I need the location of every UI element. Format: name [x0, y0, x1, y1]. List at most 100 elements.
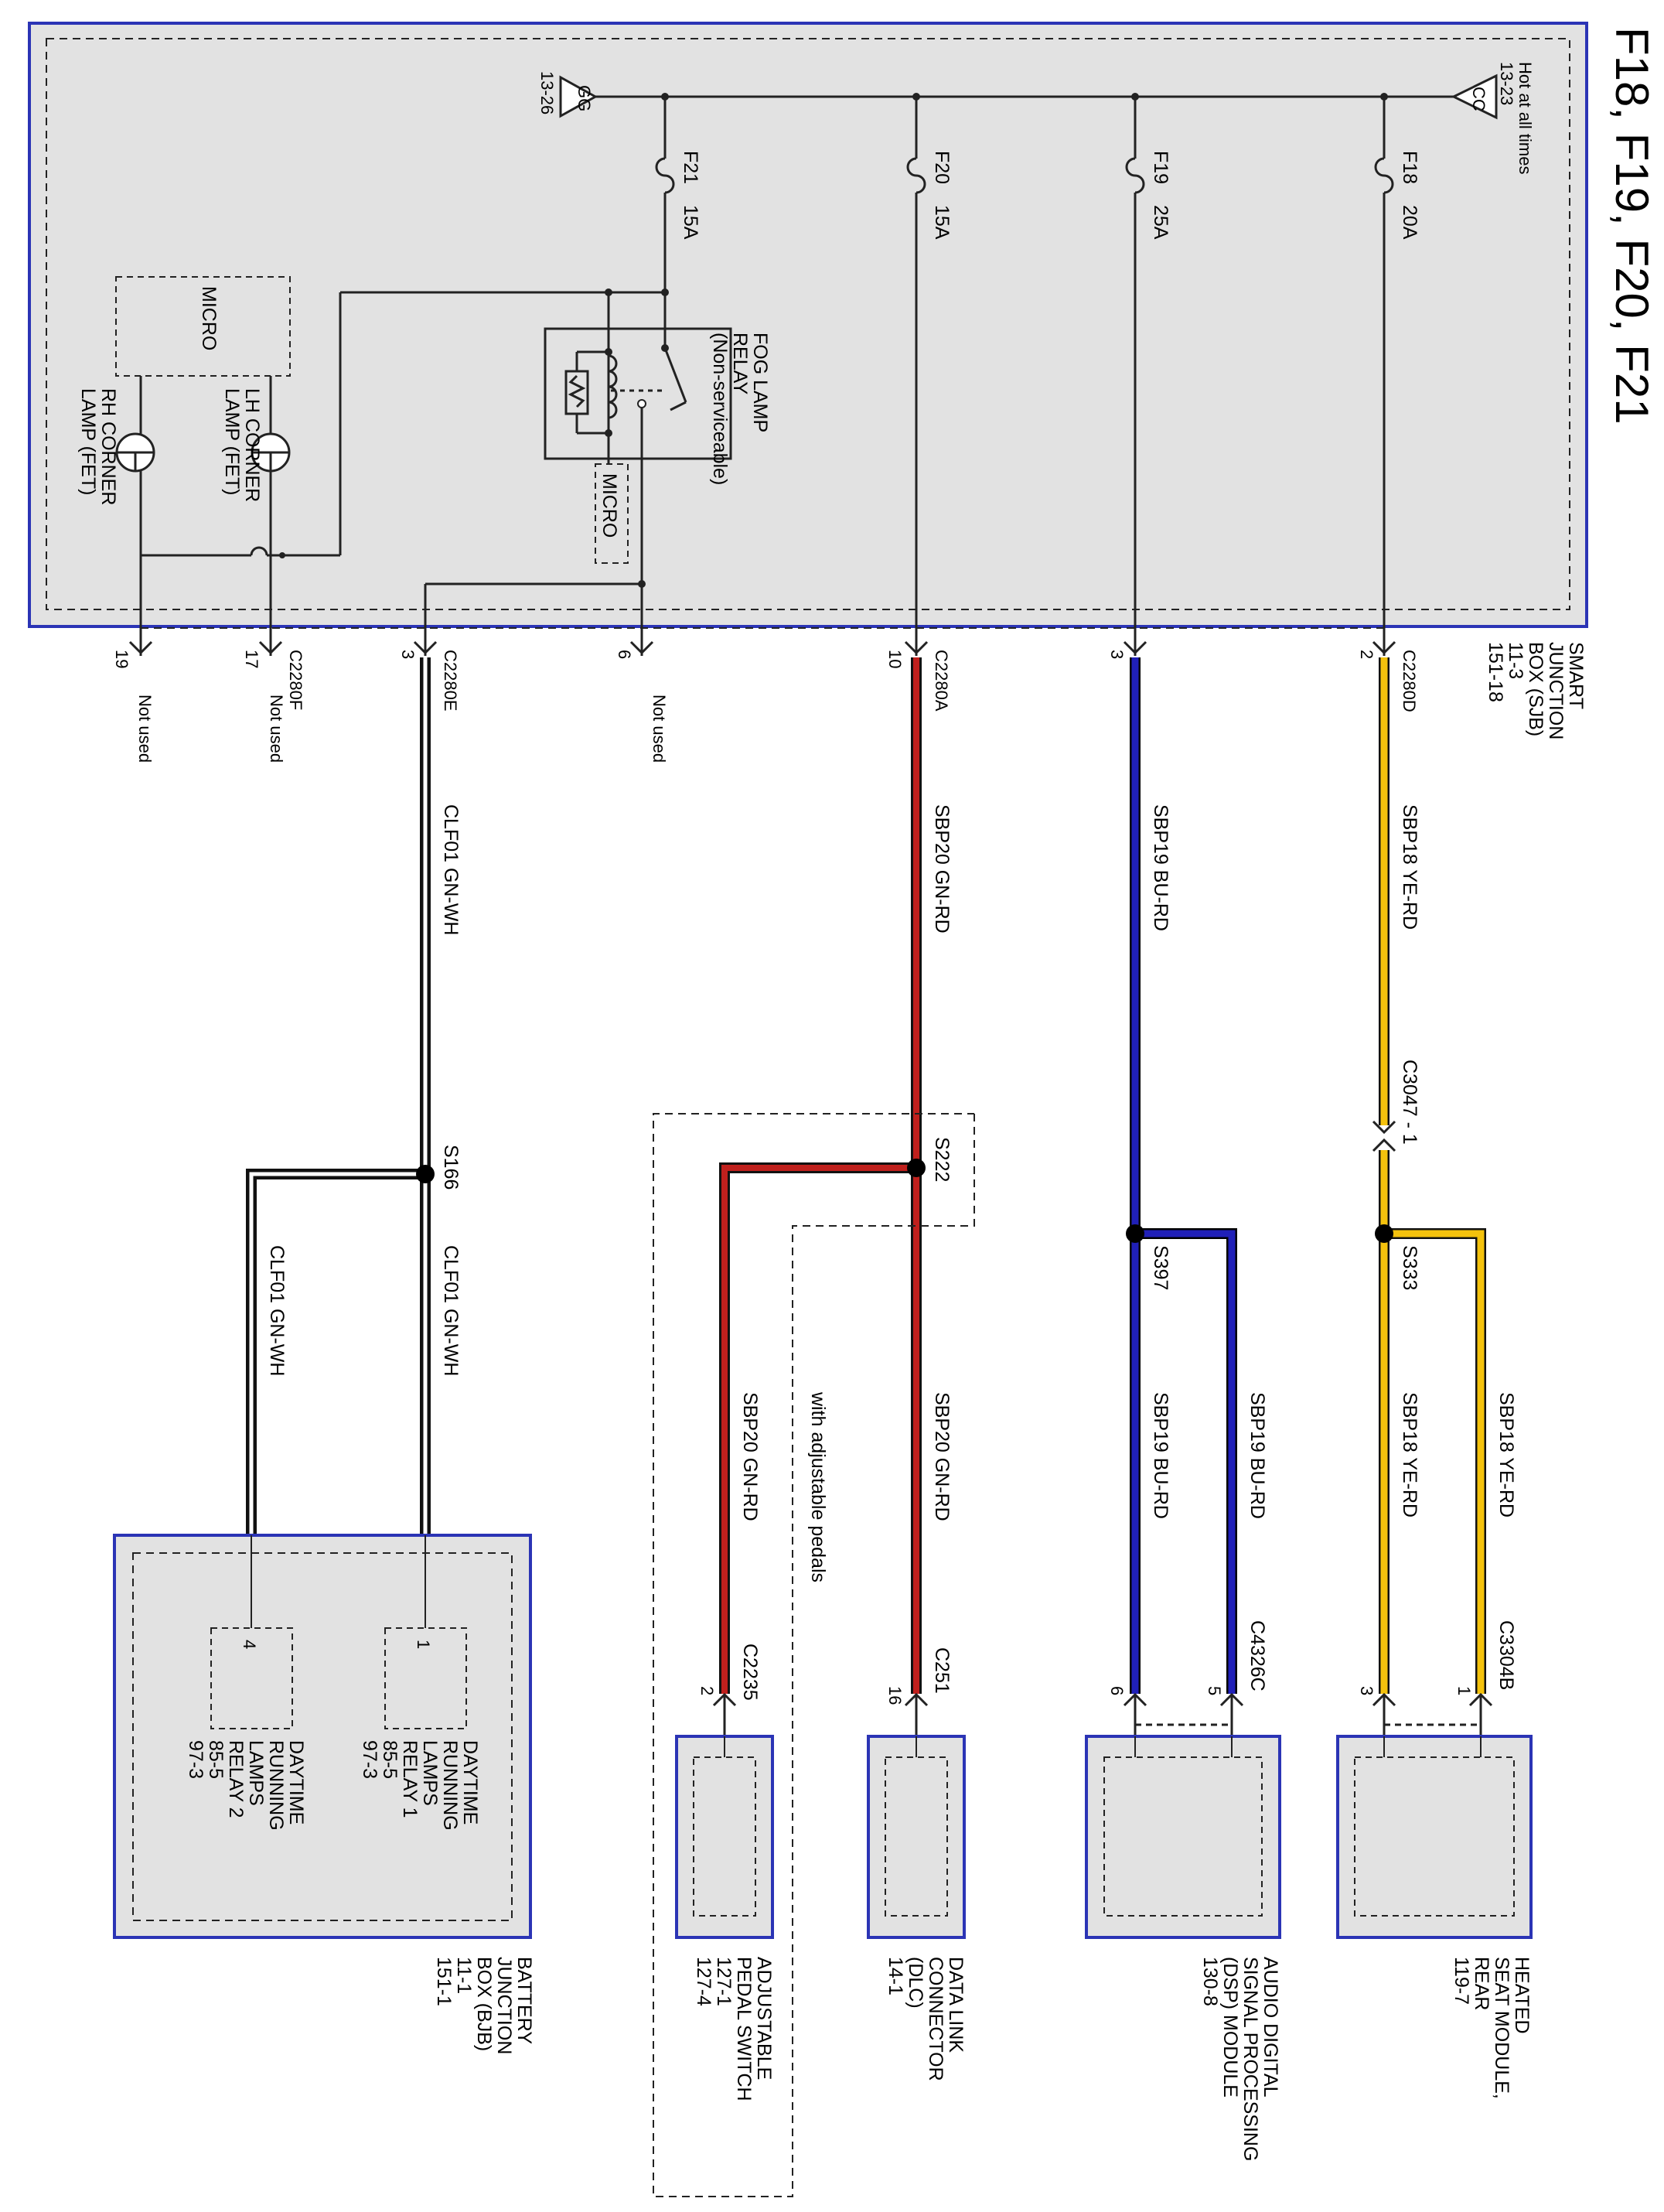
svg-text:RH CORNER: RH CORNER — [97, 388, 119, 505]
module-connector-arrows — [712, 1692, 1493, 1736]
svg-text:(DLC): (DLC) — [905, 1957, 926, 2009]
svg-text:Hot at all times: Hot at all times — [1516, 62, 1535, 175]
connector-c3047: C3047 - 1 — [1399, 1060, 1420, 1145]
svg-text:DAYTIME: DAYTIME — [459, 1740, 481, 1825]
wire-label-clf01-upper: CLF01 GN-WH — [440, 804, 462, 935]
svg-text:151-18: 151-18 — [1485, 642, 1506, 702]
svg-text:(Non-serviceable): (Non-serviceable) — [709, 333, 731, 485]
relay-micro-box: MICRO — [595, 459, 629, 564]
svg-text:BOX (BJB): BOX (BJB) — [473, 1957, 495, 2051]
svg-text:10: 10 — [885, 650, 905, 668]
svg-text:SEAT MODULE,: SEAT MODULE, — [1491, 1957, 1512, 2099]
svg-text:RELAY 2: RELAY 2 — [225, 1740, 247, 1818]
svg-text:1: 1 — [414, 1640, 433, 1649]
svg-text:85-5: 85-5 — [379, 1740, 401, 1779]
cc-power-source: CC Hot at all times 13-23 — [1451, 62, 1535, 175]
svg-text:RUNNING: RUNNING — [265, 1740, 287, 1831]
connector-c2280d: C2280D 2 — [1357, 650, 1419, 712]
svg-text:Not used: Not used — [135, 695, 155, 763]
fuse-lines — [655, 97, 1394, 628]
svg-text:RELAY 1: RELAY 1 — [399, 1740, 421, 1818]
wire-label-sbp18-lower-a: SBP18 YE-RD — [1495, 1392, 1517, 1517]
svg-text:11-3: 11-3 — [1505, 642, 1526, 679]
svg-text:4: 4 — [240, 1640, 259, 1649]
fuse-f18: F18 20A — [1399, 151, 1420, 240]
svg-text:RUNNING: RUNNING — [439, 1740, 461, 1831]
dsp-module-label: AUDIO DIGITAL SIGNAL PROCESSING (DSP) MO… — [1199, 1957, 1281, 2161]
svg-text:DAYTIME: DAYTIME — [285, 1740, 307, 1825]
svg-text:25A: 25A — [1150, 205, 1171, 240]
svg-text:MICRO: MICRO — [198, 286, 220, 350]
drl-relay-1: 1 DAYTIME RUNNING LAMPS RELAY 1 85-5 97-… — [359, 1627, 481, 1831]
splice-s397: S397 — [1126, 1224, 1171, 1290]
svg-text:13-23: 13-23 — [1497, 62, 1516, 105]
svg-text:97-3: 97-3 — [185, 1740, 206, 1779]
svg-text:HEATED: HEATED — [1511, 1957, 1533, 2034]
svg-text:15A: 15A — [931, 205, 953, 240]
pedal-switch-label: ADJUSTABLE PEDAL SWITCH 127-1 127-4 — [693, 1957, 775, 2101]
connector-c3304b: C3304B 1 3 — [1357, 1620, 1517, 1695]
svg-text:LH CORNER: LH CORNER — [241, 388, 263, 502]
fog-lamp-relay: FOG LAMP RELAY (Non-serviceable) — [340, 288, 771, 588]
sjb-inner-dashed — [46, 38, 1570, 610]
svg-text:119-7: 119-7 — [1451, 1957, 1472, 2005]
connector-sbp19-pin: 3 — [1107, 650, 1127, 659]
svg-text:(DSP) MODULE: (DSP) MODULE — [1219, 1957, 1241, 2098]
wire-label-clf01-lower-a: CLF01 GN-WH — [440, 1245, 462, 1376]
svg-text:97-3: 97-3 — [359, 1740, 380, 1779]
fuse-f20: F20 15A — [931, 151, 953, 240]
svg-text:C251: C251 — [931, 1647, 953, 1694]
svg-text:FOG LAMP: FOG LAMP — [749, 333, 771, 432]
svg-text:F19: F19 — [1150, 151, 1171, 184]
dsp-module-box — [1085, 1735, 1281, 1939]
svg-text:JUNCTION: JUNCTION — [493, 1957, 515, 2054]
sjb-connector-arrows — [128, 628, 1396, 656]
svg-text:C2280F: C2280F — [286, 650, 305, 710]
svg-text:LAMPS: LAMPS — [419, 1740, 441, 1806]
svg-text:Not used: Not used — [650, 695, 669, 763]
gg-power-source: GG 13-26 — [537, 71, 598, 118]
heated-seat-module-box — [1336, 1735, 1533, 1939]
drl-relay-2: 4 DAYTIME RUNNING LAMPS RELAY 2 85-5 97-… — [185, 1627, 307, 1831]
svg-text:S166: S166 — [440, 1145, 462, 1190]
wire-label-sbp19-upper: SBP19 BU-RD — [1150, 804, 1171, 931]
svg-text:F21: F21 — [680, 151, 701, 184]
wire-label-sbp20-lower-b: SBP20 GN-RD — [739, 1392, 761, 1521]
wire-sbp19 — [1130, 657, 1237, 1694]
svg-text:127-4: 127-4 — [693, 1957, 714, 2006]
sjb-label: SMART JUNCTION BOX (SJB) 11-3 151-18 — [1485, 642, 1587, 739]
svg-text:F18: F18 — [1399, 151, 1420, 184]
svg-text:85-5: 85-5 — [205, 1740, 227, 1779]
connector-c2280e: C2280E 3 — [398, 650, 460, 712]
svg-text:2: 2 — [697, 1686, 717, 1695]
fuse-f21: F21 15A — [680, 151, 701, 240]
svg-text:LAMP (FET): LAMP (FET) — [77, 388, 99, 495]
sjb-box — [28, 22, 1588, 628]
svg-text:6: 6 — [1107, 1686, 1127, 1695]
rh-corner-lamp-label: RH CORNER LAMP (FET) — [77, 388, 119, 505]
connector-c4326c: C4326C 5 6 — [1107, 1620, 1268, 1695]
diagram-title: F18, F19, F20, F21 — [1606, 27, 1658, 425]
svg-text:20A: 20A — [1399, 205, 1420, 240]
svg-text:3: 3 — [398, 650, 418, 659]
connector-c2235: C2235 2 — [697, 1644, 761, 1701]
svg-text:19: 19 — [112, 650, 131, 668]
wire-sbp18 — [1372, 657, 1486, 1694]
svg-text:RELAY: RELAY — [729, 333, 751, 394]
pedal-switch-box — [675, 1735, 774, 1939]
svg-text:C2280A: C2280A — [932, 650, 951, 712]
svg-text:C2280D: C2280D — [1400, 650, 1419, 712]
wire-label-clf01-lower-b: CLF01 GN-WH — [266, 1245, 288, 1376]
adjustable-pedals-region — [653, 1113, 975, 2197]
lh-corner-lamp-label: LH CORNER LAMP (FET) — [221, 388, 263, 502]
svg-text:5: 5 — [1205, 1686, 1224, 1695]
svg-text:Not used: Not used — [267, 695, 286, 763]
svg-text:13-26: 13-26 — [537, 71, 557, 114]
svg-text:GG: GG — [575, 85, 594, 111]
svg-text:2: 2 — [1357, 650, 1376, 659]
relay-output-wire — [424, 582, 643, 628]
svg-text:BOX (SJB): BOX (SJB) — [1525, 642, 1546, 736]
splice-s222: S222 — [907, 1137, 953, 1182]
